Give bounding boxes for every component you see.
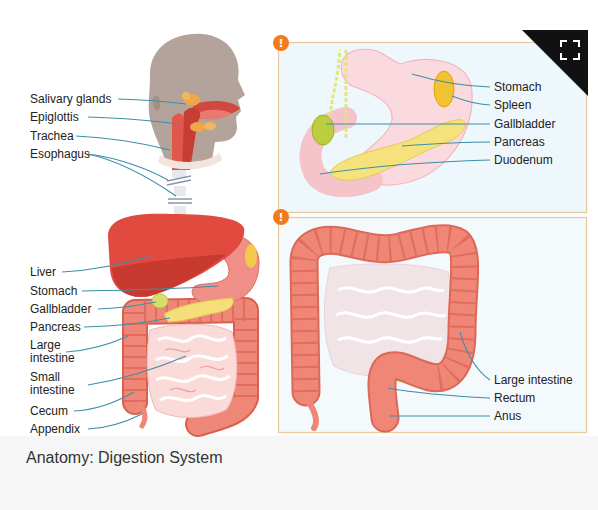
part-label: Pancreas [30, 320, 81, 334]
esophagus-break-shape [167, 176, 191, 185]
leader-lines-shape [118, 99, 186, 104]
image-card [25, 30, 588, 436]
badge-text: ! [278, 38, 283, 49]
leader-lines-shape [88, 154, 176, 196]
part-label: Epiglottis [30, 110, 79, 124]
head-shape [152, 96, 160, 111]
leader-lines-shape [62, 256, 150, 272]
leader-lines-shape [452, 96, 490, 105]
badge-text: ! [278, 212, 283, 223]
inset-panels-shape [279, 218, 587, 433]
esophagus-break [167, 170, 192, 220]
part-label: Anus [494, 409, 521, 423]
large-intestine-inset-shape [304, 239, 465, 418]
part-label: Large intestine [494, 373, 573, 387]
alert-badge: ! [273, 209, 289, 225]
large-intestine-left-shape [135, 310, 246, 424]
part-label: Duodenum [494, 153, 553, 167]
part-label: Salivary glands [30, 92, 111, 106]
leader-lines-shape [76, 136, 170, 150]
leader-lines-shape [66, 336, 128, 352]
leader-lines-shape [82, 286, 218, 291]
leader-lines-shape [390, 415, 490, 416]
small-intestine-left-shape [147, 324, 237, 417]
part-label: Stomach [30, 284, 77, 298]
part-label: Rectum [494, 391, 535, 405]
large-intestine-left-shape [135, 310, 246, 424]
alert-badge: ! [273, 35, 289, 51]
small-intestine-left [147, 324, 237, 417]
leader-lines-shape [460, 332, 490, 380]
liver-left [108, 214, 244, 297]
inset-panels-shape [279, 43, 587, 213]
caption-band [0, 436, 598, 510]
gallbladder-inset [312, 115, 334, 145]
part-label: Pancreas [494, 135, 545, 149]
head-shape [149, 34, 245, 165]
part-label: Small intestine [30, 371, 86, 397]
leader-lines-shape [326, 123, 490, 124]
leader-lines-shape [98, 302, 156, 309]
small-intestine-left-shape [165, 349, 224, 392]
large-intestine-inset-shape [304, 239, 465, 418]
leader-lines-shape [84, 318, 170, 327]
esophagus-break-shape [168, 199, 192, 203]
large-intestine-inset-shape [310, 404, 316, 428]
leader-lines [62, 74, 490, 429]
leader-lines-shape [412, 74, 490, 87]
leader-lines-shape [88, 117, 180, 124]
leader-lines-shape [74, 392, 134, 411]
inset-panels [279, 43, 587, 433]
large-intestine-inset-shape [304, 239, 465, 392]
part-label: Esophagus [30, 147, 90, 161]
esophagus-break-shape [174, 186, 186, 196]
leader-lines-shape [88, 356, 186, 385]
small-intestine-left-shape [156, 336, 230, 401]
head-shape [190, 122, 206, 132]
head-shape [200, 110, 232, 120]
part-label: Spleen [494, 98, 531, 112]
part-label: Stomach [494, 80, 541, 94]
leader-lines-shape [88, 154, 168, 180]
part-label: Large intestine [30, 339, 86, 365]
leader-lines-shape [88, 414, 142, 429]
leader-lines-shape [388, 388, 490, 398]
spleen-inset [434, 71, 454, 107]
expand-corner-shape [561, 41, 579, 59]
head-shape [158, 153, 222, 169]
part-label: Trachea [30, 129, 74, 143]
gallbladder-left [152, 294, 168, 308]
spleen-left [245, 244, 257, 268]
part-label: Gallbladder [494, 117, 555, 131]
figure-caption: Anatomy: Digestion System [26, 449, 223, 467]
large-intestine-left [135, 310, 246, 426]
large-intestine-inset [304, 239, 465, 428]
liver-left-shape [108, 214, 244, 297]
pancreas-inset [330, 120, 465, 180]
head-shape [204, 122, 216, 130]
part-label: Liver [30, 265, 56, 279]
leader-lines-shape [402, 142, 490, 146]
small-intestine-inset-shape [336, 288, 446, 343]
part-label: Gallbladder [30, 302, 91, 316]
part-label: Cecum [30, 404, 68, 418]
head-shape [182, 92, 190, 100]
part-label: Appendix [30, 422, 80, 436]
pancreas-left [164, 298, 233, 322]
leader-lines-shape [320, 160, 490, 174]
